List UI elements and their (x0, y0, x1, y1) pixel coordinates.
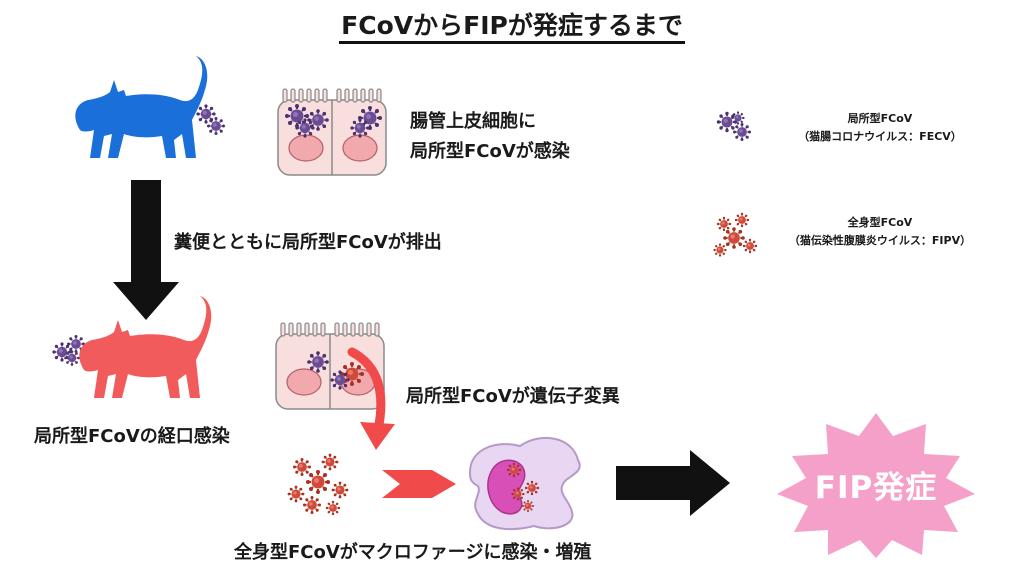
systemic-fcov-virus-icon (712, 212, 758, 258)
page-title: FCoVからFIPが発症するまで (0, 6, 1024, 44)
legend-systemic-fcov: 全身型FCoV （猫伝染性腹膜炎ウイルス：FIPV） (770, 214, 990, 250)
legend-systemic-fcov-name: 全身型FCoV (847, 216, 913, 229)
red-flow-arrow (382, 470, 456, 498)
fip-onset-burst (777, 413, 975, 558)
legend-systemic-fcov-detail: （猫伝染性腹膜炎ウイルス：FIPV） (788, 234, 972, 247)
legend-local-fcov: 局所型FCoV （猫腸コロナウイルス：FECV） (770, 110, 990, 146)
legend-local-fcov-name: 局所型FCoV (847, 112, 913, 125)
macrophage-icon (468, 436, 581, 531)
label-oral-infection: 局所型FCoVの経口感染 (34, 426, 230, 447)
mutation-arrow (347, 347, 395, 450)
flow-arrow-right (616, 450, 730, 516)
local-fcov-virus-cluster (195, 103, 226, 136)
label-macrophage-infection: 全身型FCoVがマクロファージに感染・増殖 (234, 542, 592, 563)
local-fcov-virus-icon (715, 110, 752, 142)
label-excretion: 糞便とともに局所型FCoVが排出 (174, 232, 442, 253)
label-mutation: 局所型FCoVが遺伝子変異 (406, 386, 620, 407)
legend-local-fcov-detail: （猫腸コロナウイルス：FECV） (798, 130, 962, 143)
healthy-cat-icon (75, 56, 208, 158)
intestinal-epithelial-cells-infected (277, 88, 387, 176)
label-infection-line2: 局所型FCoVが感染 (410, 141, 570, 162)
systemic-fcov-virus-cluster (286, 452, 350, 516)
flow-arrow-down (113, 180, 179, 320)
label-fip-onset: FIP発症 (814, 470, 938, 506)
label-infection-line1: 腸管上皮細胞に (410, 111, 536, 132)
